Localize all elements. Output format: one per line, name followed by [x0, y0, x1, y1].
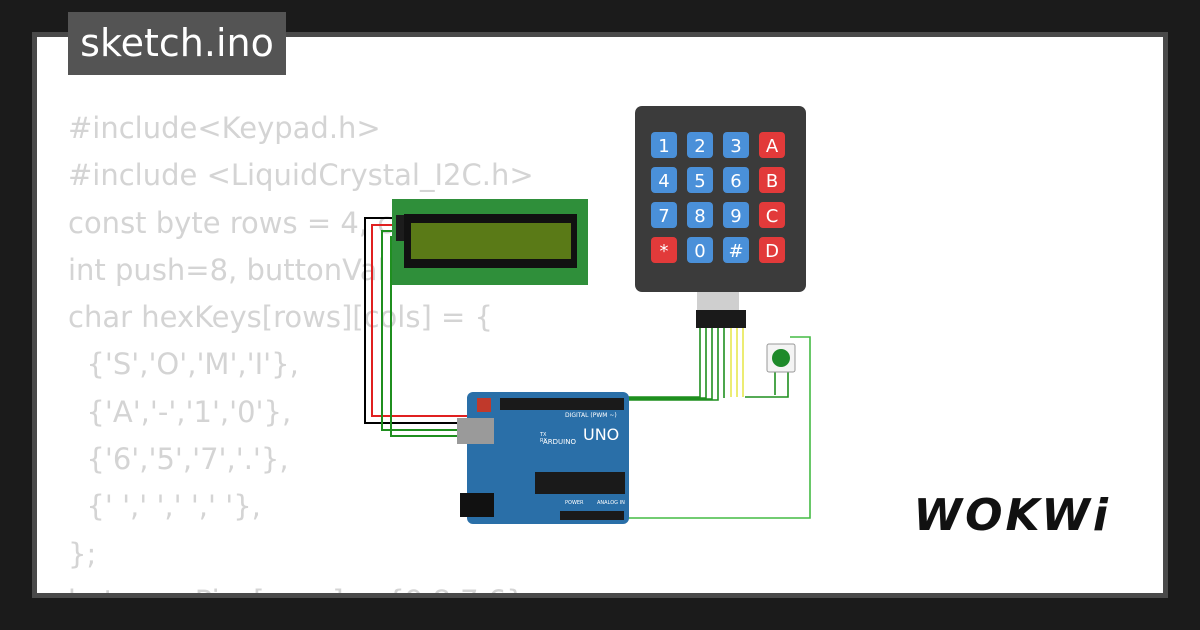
- brand-label: ARDUINO: [543, 438, 576, 446]
- keypad-key-label: 3: [730, 136, 741, 157]
- keypad-key-label: D: [765, 241, 779, 262]
- code-line: byte rowPins[rows] = {9,8,7,6};: [68, 578, 535, 593]
- atmega-chip: [535, 472, 625, 494]
- power-label: POWER: [565, 500, 584, 506]
- reset-button: [477, 398, 491, 412]
- keypad-connector: [696, 310, 746, 328]
- keypad-wire: [608, 328, 719, 401]
- keypad-key[interactable]: [759, 237, 785, 263]
- keypad-key[interactable]: [723, 202, 749, 228]
- keypad-key-label: 6: [730, 171, 741, 192]
- power-header: [560, 511, 624, 520]
- usb-port: [457, 418, 494, 444]
- tx-label: TX: [539, 432, 547, 438]
- keypad-wires: [608, 328, 744, 401]
- keypad-key[interactable]: [723, 167, 749, 193]
- keypad-key-label: C: [766, 206, 779, 227]
- analog-label: ANALOG IN: [597, 500, 625, 506]
- keypad-key-label: #: [728, 241, 743, 262]
- code-line: {'6','5','7','.'},: [68, 442, 289, 477]
- keypad-key[interactable]: [759, 132, 785, 158]
- keypad-key[interactable]: [651, 202, 677, 228]
- circuit-diagram: 1 2 3 A 4 5 6 B 7 8 9 C * 0 # D DIGITAL (PWM ~) UNO ARD…: [364, 106, 811, 524]
- button-wire: [745, 370, 789, 398]
- wokwi-logo: WOKWi: [913, 490, 1111, 541]
- keypad-key[interactable]: [687, 237, 713, 263]
- power-jack: [460, 493, 494, 517]
- keypad[interactable]: 1 2 3 A 4 5 6 B 7 8 9 C * 0 # D: [635, 106, 806, 328]
- button-wire: [570, 336, 811, 519]
- lcd-pin-header: [396, 215, 404, 241]
- button-cap: [772, 349, 790, 367]
- keypad-key[interactable]: [687, 167, 713, 193]
- lcd-display[interactable]: [392, 199, 588, 285]
- code-preview: #include<Keypad.h> #include <LiquidCrysta…: [68, 105, 535, 593]
- keypad-ribbon: [697, 292, 739, 310]
- code-line: {'S','O','M','I'},: [68, 347, 299, 382]
- uno-label: UNO: [583, 425, 619, 444]
- keypad-key-label: 2: [694, 136, 705, 157]
- code-line: #include<Keypad.h>: [68, 111, 381, 145]
- code-line: #include <LiquidCrystal_I2C.h>: [68, 158, 534, 193]
- keypad-key[interactable]: [723, 237, 749, 263]
- push-button[interactable]: [766, 343, 796, 373]
- code-line: const byte rows = 4, c: [68, 205, 394, 240]
- keypad-key-label: 1: [658, 136, 669, 157]
- code-line: char hexKeys[rows][cols] = {: [68, 300, 493, 335]
- button-wires: [570, 336, 811, 519]
- keypad-wire: [616, 328, 707, 399]
- arduino-uno[interactable]: DIGITAL (PWM ~) UNO ARDUINO TX RX POWER …: [457, 392, 629, 524]
- keypad-key[interactable]: [759, 202, 785, 228]
- code-line: {'A','-','1','0'},: [68, 394, 292, 429]
- keypad-wire: [620, 328, 701, 398]
- project-canvas: #include<Keypad.h> #include <LiquidCrysta…: [37, 37, 1163, 593]
- keypad-key[interactable]: [759, 167, 785, 193]
- keypad-key-label: A: [766, 136, 779, 157]
- keypad-key-label: 8: [694, 206, 705, 227]
- keypad-key-label: *: [660, 241, 669, 262]
- keypad-key[interactable]: [687, 132, 713, 158]
- keypad-key[interactable]: [723, 132, 749, 158]
- keypad-key-label: 7: [658, 206, 669, 227]
- keypad-key-label: 9: [730, 206, 741, 227]
- keypad-key-label: 5: [694, 171, 705, 192]
- sketch-title: sketch.ino: [68, 12, 286, 75]
- lcd-screen: [411, 223, 571, 259]
- code-line: int push=8, buttonVal: [68, 252, 386, 287]
- rx-label: RX: [540, 438, 547, 444]
- keypad-key[interactable]: [651, 237, 677, 263]
- keypad-keys: 1 2 3 A 4 5 6 B 7 8 9 C * 0 # D: [651, 132, 785, 263]
- keypad-key-label: B: [766, 171, 778, 192]
- digital-header: [500, 398, 624, 410]
- code-line: };: [68, 536, 97, 571]
- keypad-key[interactable]: [687, 202, 713, 228]
- code-line: {' ',' ',' ',' '},: [68, 489, 261, 524]
- keypad-wire: [612, 328, 713, 400]
- keypad-key[interactable]: [651, 132, 677, 158]
- keypad-key[interactable]: [651, 167, 677, 193]
- digital-label: DIGITAL (PWM ~): [565, 412, 617, 419]
- keypad-key-label: 4: [658, 171, 669, 192]
- keypad-key-label: 0: [694, 241, 705, 262]
